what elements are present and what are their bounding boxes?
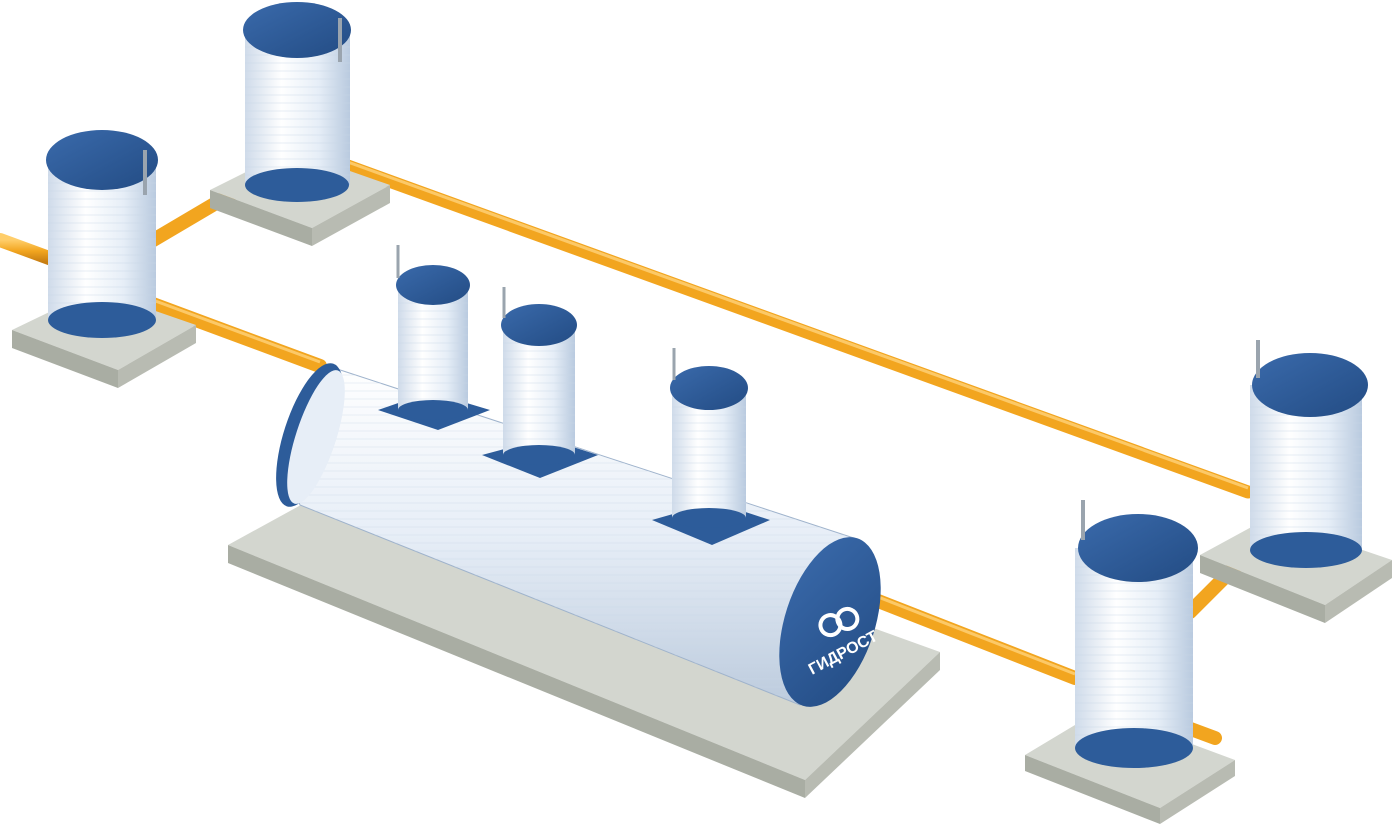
riser-2	[501, 287, 577, 465]
riser-1	[396, 245, 470, 420]
well-top	[243, 2, 351, 202]
inlet-well-left	[46, 130, 158, 338]
riser-3	[670, 348, 748, 528]
pipe-left-to-tank	[143, 296, 327, 373]
tank-end-cap	[779, 537, 881, 707]
outlet-well-right-front	[1075, 500, 1198, 768]
wave-drop-logo-icon	[818, 606, 860, 638]
pipe-top-to-right-rear	[338, 158, 1255, 499]
pipe-tank-to-front-well	[843, 583, 1082, 685]
well-right-rear	[1250, 340, 1368, 568]
